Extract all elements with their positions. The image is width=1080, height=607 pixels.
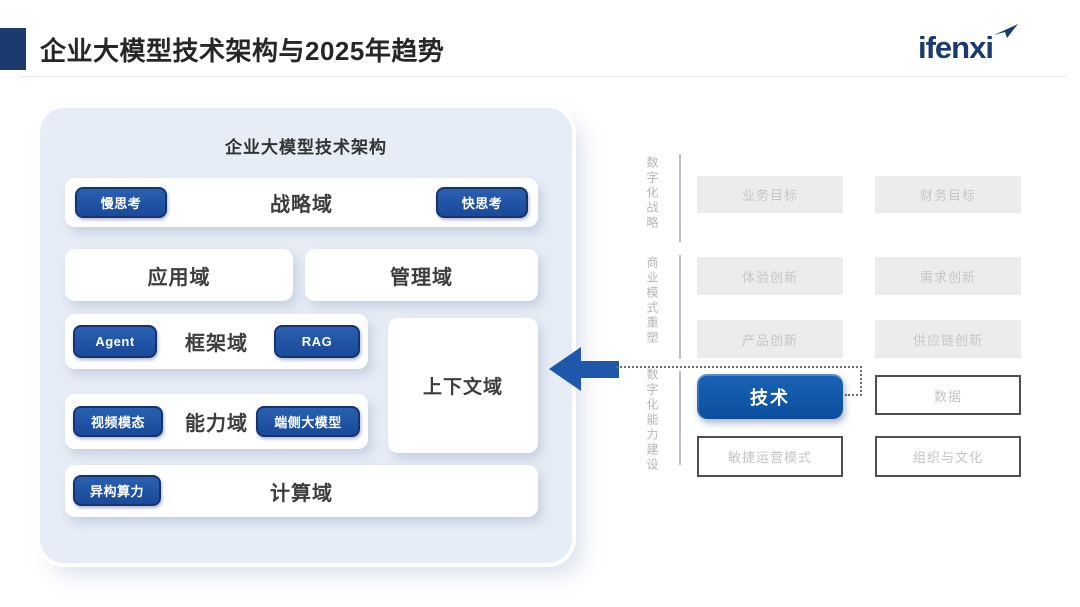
- dotted-connector-vertical: [860, 366, 862, 396]
- financial-goal-box: 财务目标: [875, 176, 1021, 213]
- framework-domain-label: 框架域: [185, 333, 248, 355]
- heterogeneous-compute-badge: 异构算力: [73, 475, 161, 506]
- product-innovation-box: 产品创新: [697, 320, 843, 358]
- section-divider-bar: [679, 255, 681, 359]
- application-domain-label: 应用域: [147, 266, 211, 289]
- fast-thinking-badge: 快思考: [436, 187, 528, 218]
- slow-thinking-badge: 慢思考: [75, 187, 167, 218]
- video-modality-badge: 视频模态: [73, 406, 163, 437]
- architecture-panel-title: 企业大模型技术架构: [225, 138, 387, 157]
- context-domain-card: 上下文域: [388, 318, 538, 453]
- context-domain-label: 上下文域: [422, 377, 503, 398]
- strategy-domain-label: 战略域: [270, 194, 333, 216]
- application-domain-card: 应用域: [65, 249, 293, 301]
- framework-domain-card: Agent 框架域 RAG: [65, 314, 368, 369]
- header-divider: [20, 76, 1066, 77]
- section-label-digital-capability: 数字化能力建设: [645, 368, 659, 473]
- ifenxi-logo: ifenxi: [918, 20, 1028, 68]
- dotted-connector-elbow: [845, 394, 862, 396]
- organization-culture-box: 组织与文化: [875, 436, 1021, 477]
- compute-domain-label: 计算域: [270, 482, 333, 505]
- technology-highlight-box: 技术: [697, 374, 843, 419]
- business-goal-box: 业务目标: [697, 176, 843, 213]
- management-domain-label: 管理域: [390, 266, 453, 289]
- edge-model-badge: 端侧大模型: [256, 406, 360, 437]
- title-accent-square: [0, 28, 26, 70]
- page-title: 企业大模型技术架构与2025年趋势: [40, 36, 445, 66]
- section-label-business-model: 商业模式重塑: [645, 256, 659, 346]
- demand-innovation-box: 需求创新: [875, 257, 1021, 295]
- rag-badge: RAG: [274, 325, 360, 358]
- strategy-domain-card: 慢思考 战略域 快思考: [65, 178, 538, 227]
- architecture-panel: 企业大模型技术架构 慢思考 战略域 快思考 应用域 管理域 Agent 框架域 …: [40, 108, 572, 563]
- section-divider-bar: [679, 371, 681, 465]
- experience-innovation-box: 体验创新: [697, 257, 843, 295]
- capability-domain-card: 视频模态 能力域 端侧大模型: [65, 394, 368, 449]
- section-label-digital-strategy: 数字化战略: [645, 156, 659, 231]
- compute-domain-card: 异构算力 计算域: [65, 465, 538, 517]
- agent-badge: Agent: [73, 325, 157, 358]
- logo-text: ifenxi: [918, 30, 994, 65]
- capability-domain-label: 能力域: [185, 413, 248, 435]
- logo-arrow-icon: [992, 20, 1022, 45]
- management-domain-card: 管理域: [305, 249, 538, 301]
- dotted-connector-horizontal: [616, 366, 862, 368]
- data-box: 数据: [875, 375, 1021, 415]
- supply-chain-innovation-box: 供应链创新: [875, 320, 1021, 358]
- section-divider-bar: [679, 154, 681, 242]
- left-block-arrow-icon: [549, 346, 619, 398]
- agile-operations-box: 敏捷运营模式: [697, 436, 843, 477]
